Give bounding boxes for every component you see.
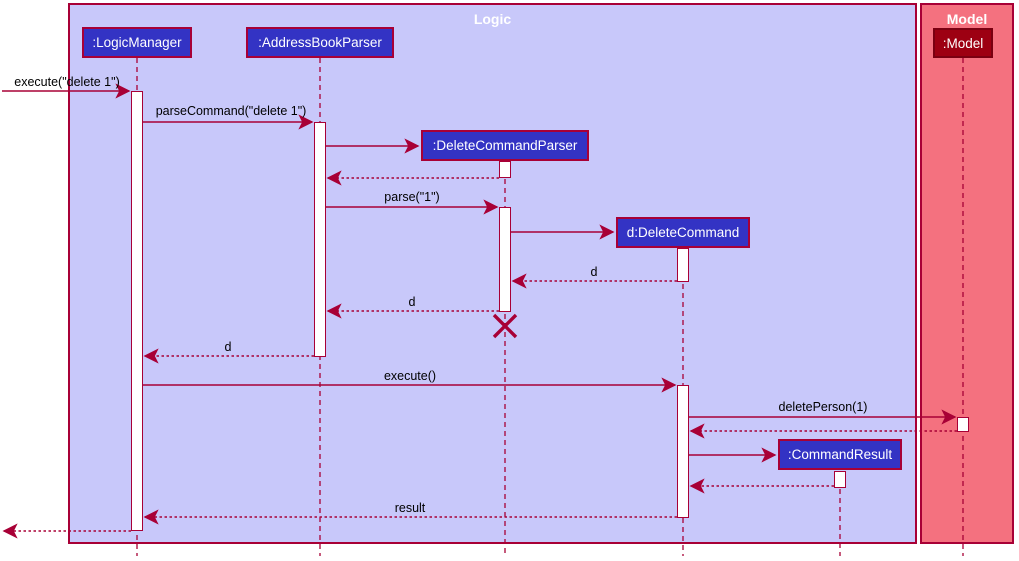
participant-address-book-parser: :AddressBookParser	[246, 27, 394, 58]
frame-model-title: Model	[946, 11, 988, 27]
participant-command-result-label: :CommandResult	[787, 447, 893, 462]
label-return-result: result	[394, 501, 426, 515]
label-execute-cmd: execute()	[383, 369, 437, 383]
activation-delete-command-parser-2	[499, 207, 511, 312]
activation-delete-command-2	[677, 385, 689, 518]
participant-logic-manager-label: :LogicManager	[92, 35, 182, 50]
label-parse-command: parseCommand("delete 1")	[155, 104, 307, 118]
activation-address-book-parser	[314, 122, 326, 357]
label-delete-person: deletePerson(1)	[778, 400, 868, 414]
participant-logic-manager: :LogicManager	[82, 27, 192, 58]
activation-delete-command-parser-1	[499, 161, 511, 178]
participant-delete-command-parser-label: :DeleteCommandParser	[432, 138, 578, 153]
participant-delete-command-label: d:DeleteCommand	[626, 225, 740, 240]
participant-model-label: :Model	[942, 35, 984, 51]
participant-delete-command-parser: :DeleteCommandParser	[421, 130, 589, 161]
label-return-d-3: d	[224, 340, 232, 354]
activation-delete-command-1	[677, 248, 689, 282]
label-execute-delete: execute("delete 1")	[14, 75, 120, 89]
participant-command-result: :CommandResult	[778, 439, 902, 470]
label-return-d-2: d	[408, 295, 416, 309]
label-return-d-1: d	[590, 265, 598, 279]
participant-model: :Model	[933, 28, 993, 58]
participant-delete-command: d:DeleteCommand	[616, 217, 750, 248]
frame-model: Model	[920, 3, 1014, 544]
label-parse-1: parse("1")	[384, 190, 440, 204]
activation-model	[957, 417, 969, 432]
frame-logic-title: Logic	[473, 11, 512, 27]
activation-logic-manager	[131, 91, 143, 531]
participant-address-book-parser-label: :AddressBookParser	[258, 35, 382, 50]
activation-command-result	[834, 471, 846, 488]
